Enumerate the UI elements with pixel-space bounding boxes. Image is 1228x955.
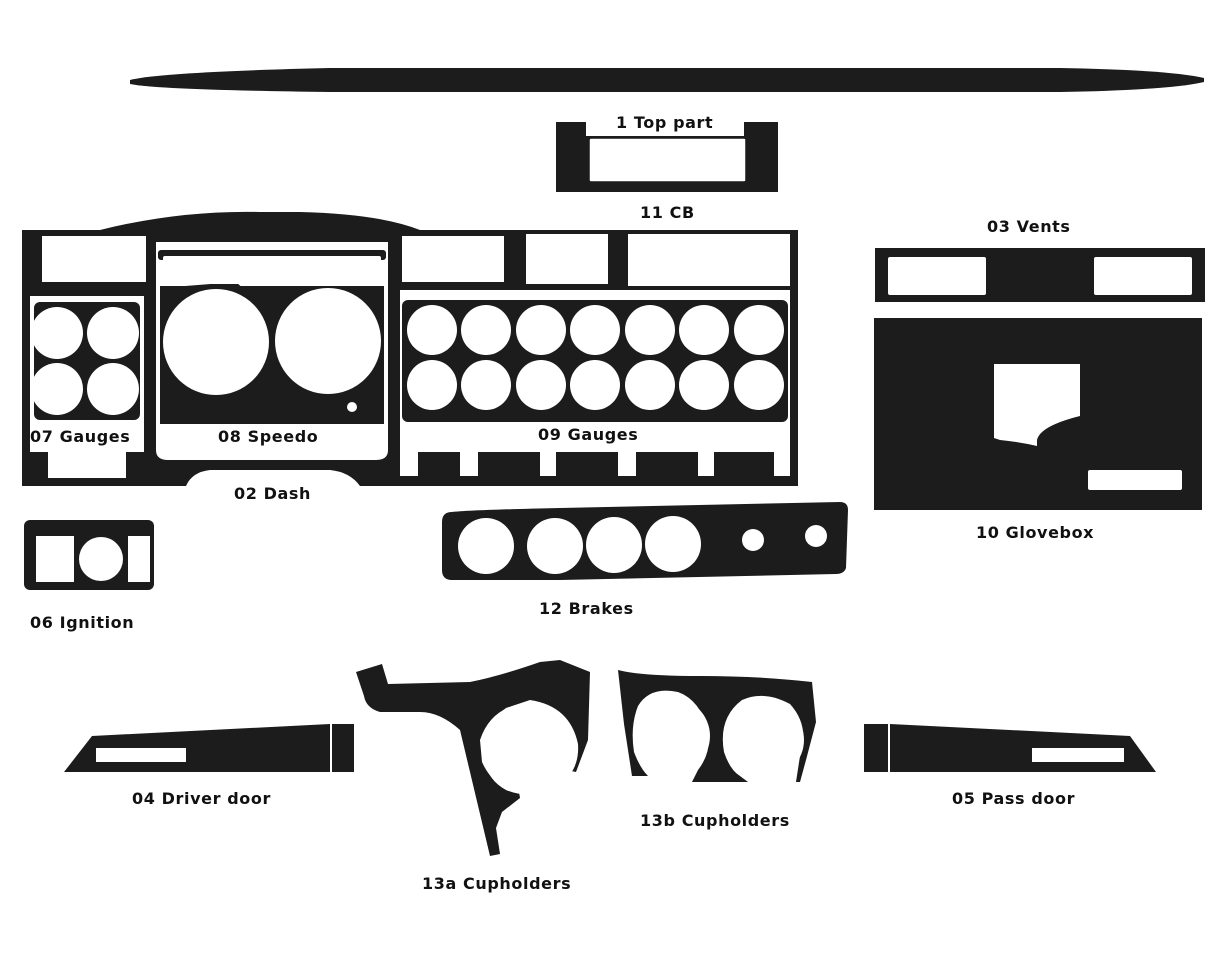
- brakes-shape: [442, 502, 848, 580]
- brakes-label: 12 Brakes: [539, 599, 634, 618]
- dash-label: 02 Dash: [234, 484, 311, 503]
- pass-door-label: 05 Pass door: [952, 789, 1075, 808]
- glovebox-label: 10 Glovebox: [976, 523, 1094, 542]
- gauges07-label: 07 Gauges: [30, 427, 130, 446]
- cupholders13a-shape: [356, 660, 590, 856]
- cupholders13b-label: 13b Cupholders: [640, 811, 790, 830]
- cupholders13a-label: 13a Cupholders: [422, 874, 571, 893]
- driver-door-label: 04 Driver door: [132, 789, 271, 808]
- ignition-label: 06 Ignition: [30, 613, 134, 632]
- pass-door-shape: [864, 724, 1156, 772]
- vents-label: 03 Vents: [987, 217, 1071, 236]
- cupholders13b-shape: [618, 670, 816, 782]
- gauges09-label: 09 Gauges: [538, 425, 638, 444]
- cb-shape: [556, 122, 778, 192]
- cb-label: 11 CB: [640, 203, 695, 222]
- glovebox-shape: [874, 318, 1202, 510]
- speedo-label: 08 Speedo: [218, 427, 318, 446]
- top-part-label: 1 Top part: [616, 113, 713, 132]
- top-part-shape: [130, 68, 1204, 92]
- vents-shape: [875, 248, 1205, 302]
- driver-door-shape: [64, 724, 354, 772]
- ignition-shape: [24, 520, 154, 590]
- dash-shape: [22, 211, 798, 486]
